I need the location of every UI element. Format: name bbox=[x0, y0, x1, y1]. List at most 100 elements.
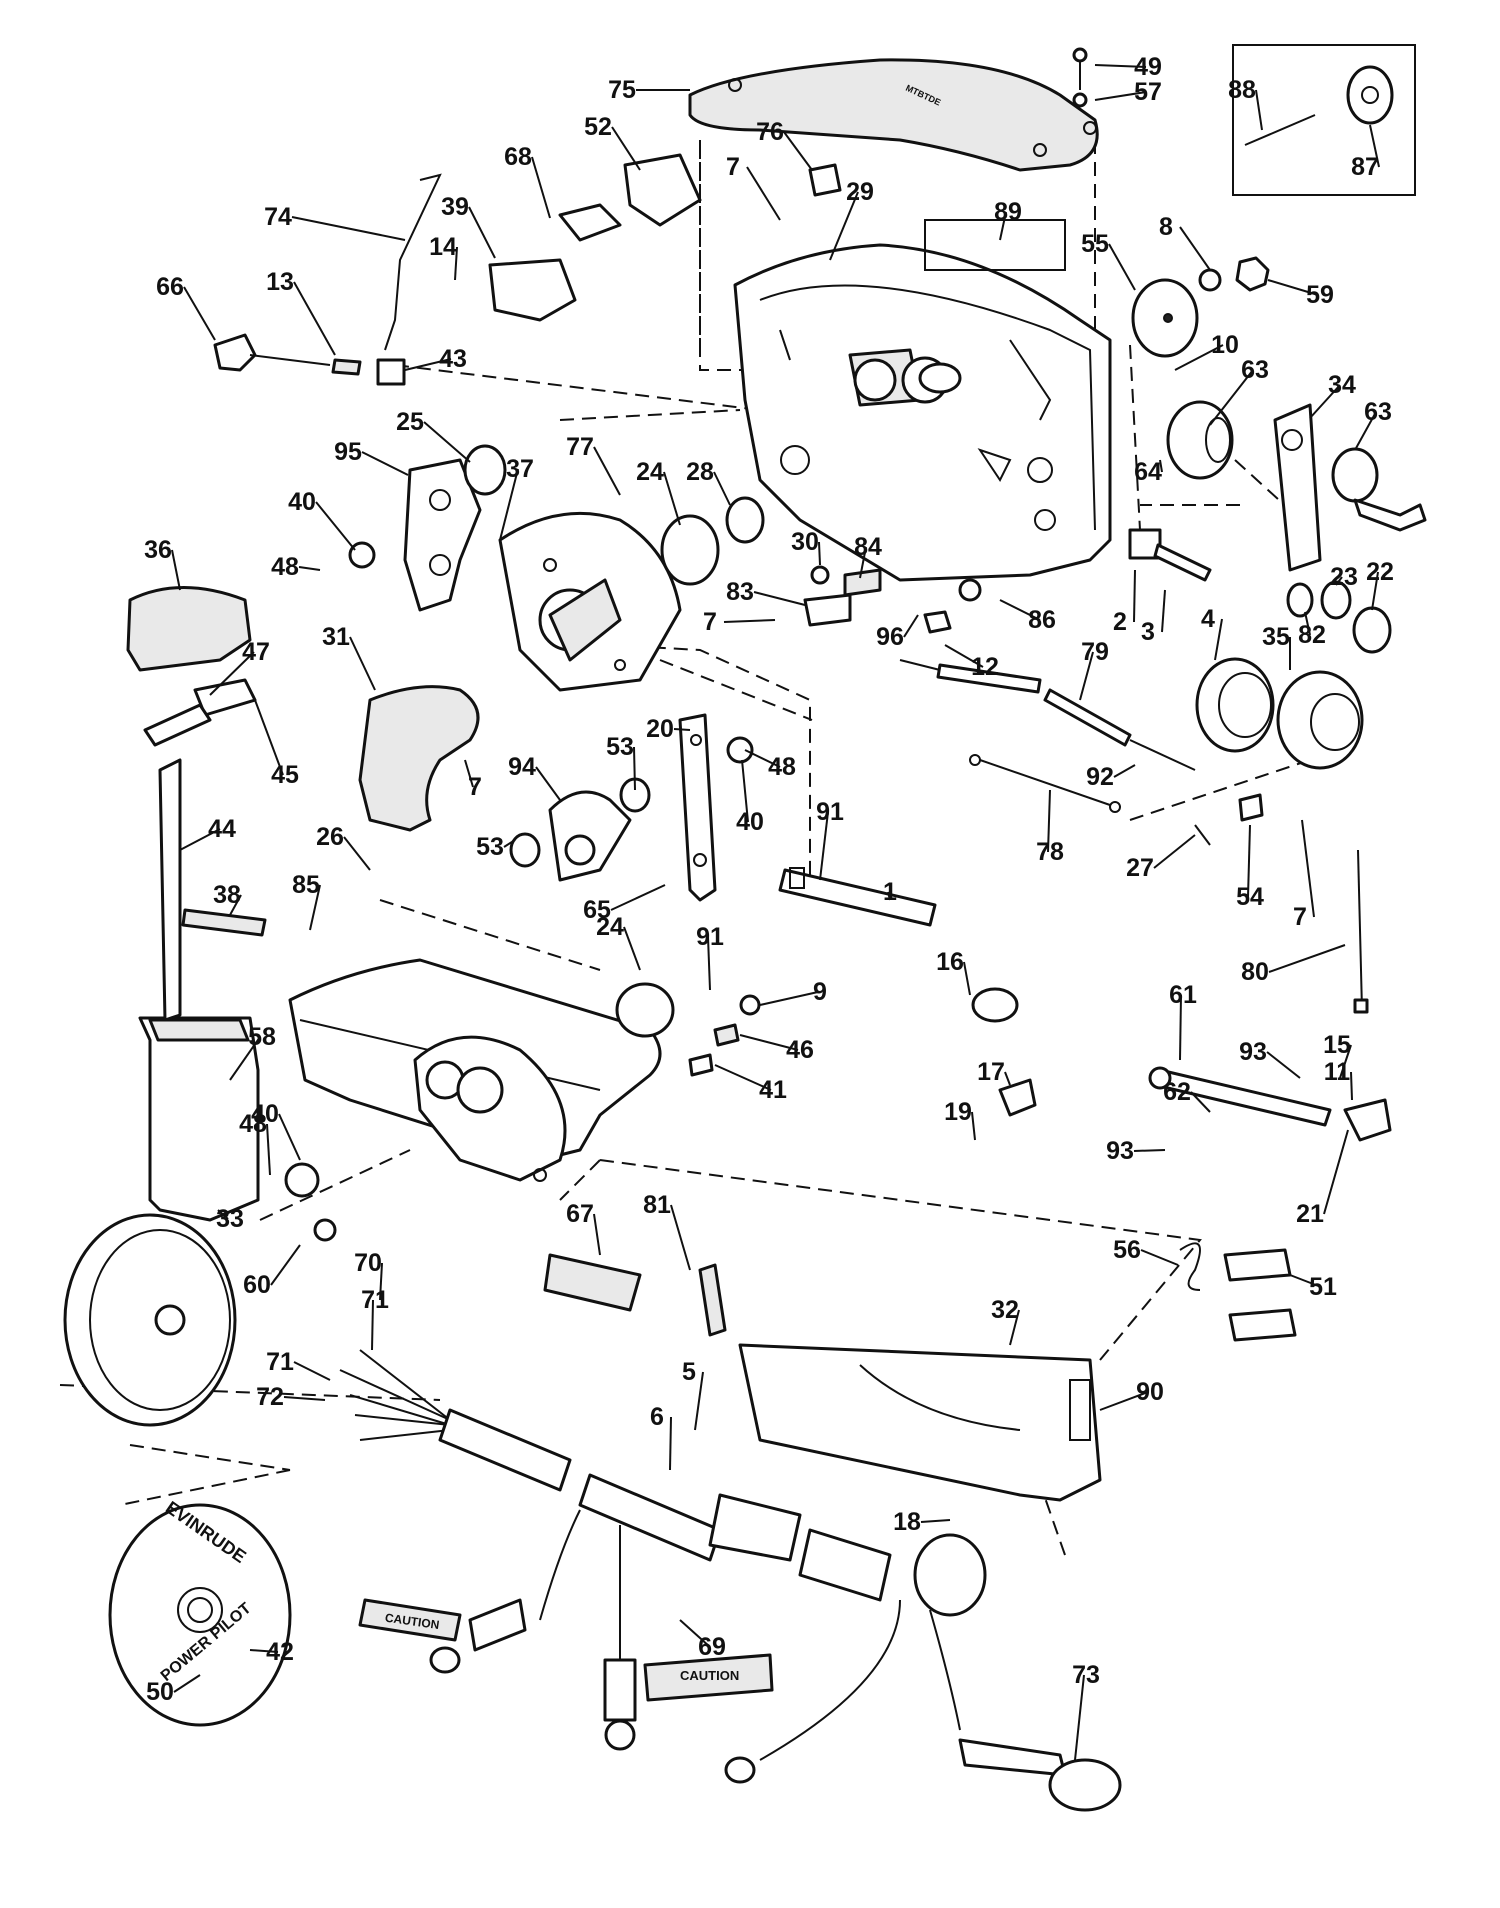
callout-30: 30 bbox=[791, 528, 819, 556]
leader-line-95 bbox=[361, 451, 409, 476]
leader-line-1 bbox=[887, 891, 891, 901]
leader-line-28 bbox=[713, 471, 731, 506]
callout-38: 38 bbox=[213, 881, 241, 909]
callout-20: 20 bbox=[646, 715, 674, 743]
leader-line-66 bbox=[183, 286, 216, 341]
lever bbox=[678, 713, 717, 902]
leader-line-38 bbox=[229, 894, 242, 916]
leader-line-12 bbox=[944, 644, 984, 668]
leader-line-96 bbox=[903, 614, 919, 638]
callout-94: 94 bbox=[508, 753, 536, 781]
callout-43: 43 bbox=[439, 345, 467, 373]
leader-line-27 bbox=[1153, 834, 1196, 869]
leader-line-20 bbox=[673, 728, 691, 731]
callout-40: 40 bbox=[736, 808, 764, 836]
callout-32: 32 bbox=[991, 1296, 1019, 1324]
callout-87: 87 bbox=[1351, 153, 1379, 181]
leader-line-33 bbox=[217, 1209, 229, 1220]
leader-line-47 bbox=[209, 651, 255, 696]
callout-95: 95 bbox=[334, 438, 362, 466]
callout-40: 40 bbox=[288, 488, 316, 516]
callout-54: 54 bbox=[1236, 883, 1264, 911]
leader-lines bbox=[171, 64, 1380, 1761]
bracket-95 bbox=[403, 458, 482, 612]
callout-72: 72 bbox=[256, 1383, 284, 1411]
leader-line-82 bbox=[1304, 611, 1311, 636]
callout-74: 74 bbox=[264, 203, 292, 231]
callout-55: 55 bbox=[1081, 230, 1109, 258]
leader-line-50 bbox=[173, 1674, 201, 1693]
leader-line-90 bbox=[1099, 1391, 1149, 1411]
leader-line-88 bbox=[1255, 89, 1263, 131]
leader-line-91 bbox=[707, 936, 711, 991]
leader-line-72 bbox=[283, 1396, 326, 1401]
leader-line-49 bbox=[1094, 64, 1147, 68]
leader-line-36 bbox=[171, 549, 181, 591]
leader-line-42 bbox=[249, 1649, 279, 1653]
leader-line-7 bbox=[1301, 819, 1315, 918]
leader-line-32 bbox=[1009, 1309, 1020, 1346]
callout-2: 2 bbox=[1113, 608, 1127, 636]
callout-5: 5 bbox=[682, 1358, 696, 1386]
callout-93: 93 bbox=[1106, 1137, 1134, 1165]
leader-line-48 bbox=[266, 1123, 271, 1176]
leader-line-51 bbox=[1289, 1274, 1322, 1288]
callout-7: 7 bbox=[468, 773, 482, 801]
callout-90: 90 bbox=[1136, 1378, 1164, 1406]
callout-4: 4 bbox=[1201, 605, 1215, 633]
control-handle bbox=[63, 1016, 260, 1427]
leader-line-69 bbox=[679, 1619, 711, 1648]
callout-28: 28 bbox=[686, 458, 714, 486]
leader-line-31 bbox=[349, 636, 376, 691]
hub-cap: EVINRUDE POWER PILOT bbox=[108, 1497, 292, 1727]
leader-line-7 bbox=[464, 759, 474, 788]
leader-line-26 bbox=[343, 836, 371, 871]
callout-8: 8 bbox=[1159, 213, 1173, 241]
leader-line-91 bbox=[819, 811, 829, 881]
top-cover: MTBTDE bbox=[688, 58, 1099, 172]
callout-84: 84 bbox=[854, 533, 882, 561]
leader-line-84 bbox=[859, 546, 867, 579]
callout-24: 24 bbox=[636, 458, 664, 486]
leader-line-48 bbox=[298, 566, 321, 571]
leader-line-24 bbox=[623, 926, 641, 971]
callout-71: 71 bbox=[266, 1348, 294, 1376]
leader-line-70 bbox=[379, 1262, 383, 1301]
small-parts bbox=[126, 47, 1427, 1342]
leader-line-74 bbox=[291, 216, 406, 241]
callout-70: 70 bbox=[354, 1249, 382, 1277]
callout-11: 11 bbox=[1324, 1058, 1351, 1086]
callout-48: 48 bbox=[239, 1110, 267, 1138]
leader-line-11 bbox=[1350, 1071, 1353, 1101]
callout-52: 52 bbox=[584, 113, 612, 141]
leader-line-79 bbox=[1079, 651, 1094, 701]
callout-67: 67 bbox=[566, 1200, 594, 1228]
leader-line-34 bbox=[1309, 384, 1341, 419]
leader-line-21 bbox=[1323, 1129, 1349, 1215]
leader-line-77 bbox=[593, 446, 621, 496]
leader-line-40 bbox=[278, 1113, 301, 1161]
callout-81: 81 bbox=[643, 1191, 671, 1219]
callout-10: 10 bbox=[1211, 331, 1239, 359]
callout-83: 83 bbox=[726, 578, 754, 606]
callout-57: 57 bbox=[1134, 78, 1162, 106]
wire-harness bbox=[339, 1349, 1122, 1812]
callout-25: 25 bbox=[396, 408, 424, 436]
callout-7: 7 bbox=[726, 153, 740, 181]
lower-case bbox=[288, 958, 662, 1182]
callout-88: 88 bbox=[1228, 76, 1256, 104]
leader-line-6 bbox=[669, 1416, 672, 1471]
leader-line-30 bbox=[818, 541, 821, 566]
leader-line-56 bbox=[1140, 1249, 1179, 1266]
detail-box bbox=[1232, 44, 1416, 196]
leader-line-53 bbox=[503, 839, 516, 848]
leader-line-78 bbox=[1047, 789, 1051, 853]
caution-decal-right: CAUTION bbox=[680, 1668, 739, 1683]
callout-14: 14 bbox=[429, 233, 457, 261]
leader-line-87 bbox=[1369, 124, 1380, 168]
callout-61: 61 bbox=[1169, 981, 1197, 1009]
leader-line-16 bbox=[963, 961, 971, 996]
callout-50: 50 bbox=[146, 1678, 174, 1706]
leader-line-46 bbox=[739, 1034, 799, 1051]
